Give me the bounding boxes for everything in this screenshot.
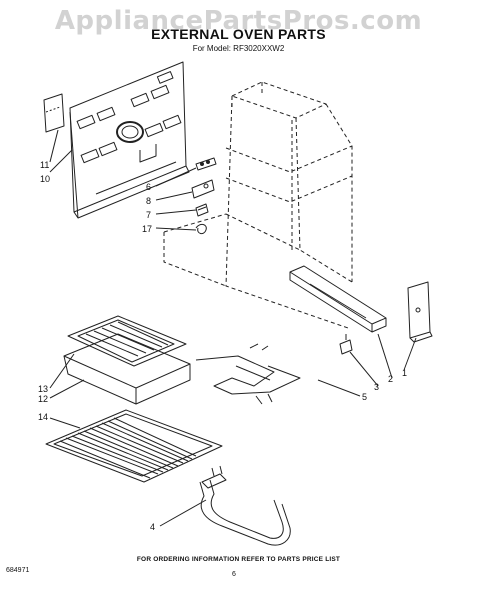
callout-12: 12	[38, 394, 48, 404]
broil-grid	[67, 315, 187, 367]
model-line: For Model: RF3020XXW2	[192, 44, 285, 53]
side-trim	[407, 281, 433, 343]
clip	[195, 203, 209, 217]
diagram-title: EXTERNAL OVEN PARTS	[151, 26, 326, 42]
broil-pan	[63, 333, 191, 405]
oven-rack	[45, 409, 223, 483]
callout-5: 5	[362, 392, 367, 402]
ordering-note: FOR ORDERING INFORMATION REFER TO PARTS …	[136, 556, 341, 563]
bake-element	[199, 465, 291, 546]
callout-13: 13	[38, 384, 48, 394]
callout-6: 6	[146, 182, 151, 192]
callout-7: 7	[146, 210, 151, 220]
watermark: AppliancePartsPros.com	[54, 6, 423, 36]
element-bracket	[339, 334, 353, 355]
bracket	[191, 179, 215, 199]
broil-element	[195, 343, 301, 405]
page-number: 6	[232, 571, 236, 578]
callout-2: 2	[388, 374, 393, 384]
callout-17: 17	[142, 224, 152, 234]
bottom-rail	[289, 265, 387, 333]
callout-11: 11	[40, 160, 49, 170]
callout-1: 1	[402, 368, 407, 378]
leader-lines	[49, 129, 417, 527]
terminal-block	[195, 157, 217, 171]
callout-4: 4	[150, 522, 155, 532]
cabinet-outline	[163, 81, 353, 329]
wire-clip	[195, 223, 207, 235]
document-number: 684971	[6, 567, 30, 574]
callout-14: 14	[38, 412, 48, 422]
callout-3: 3	[374, 382, 379, 392]
insulation-plate	[43, 93, 65, 133]
back-panel	[69, 61, 190, 219]
callout-8: 8	[146, 196, 151, 206]
callout-10: 10	[40, 174, 50, 184]
